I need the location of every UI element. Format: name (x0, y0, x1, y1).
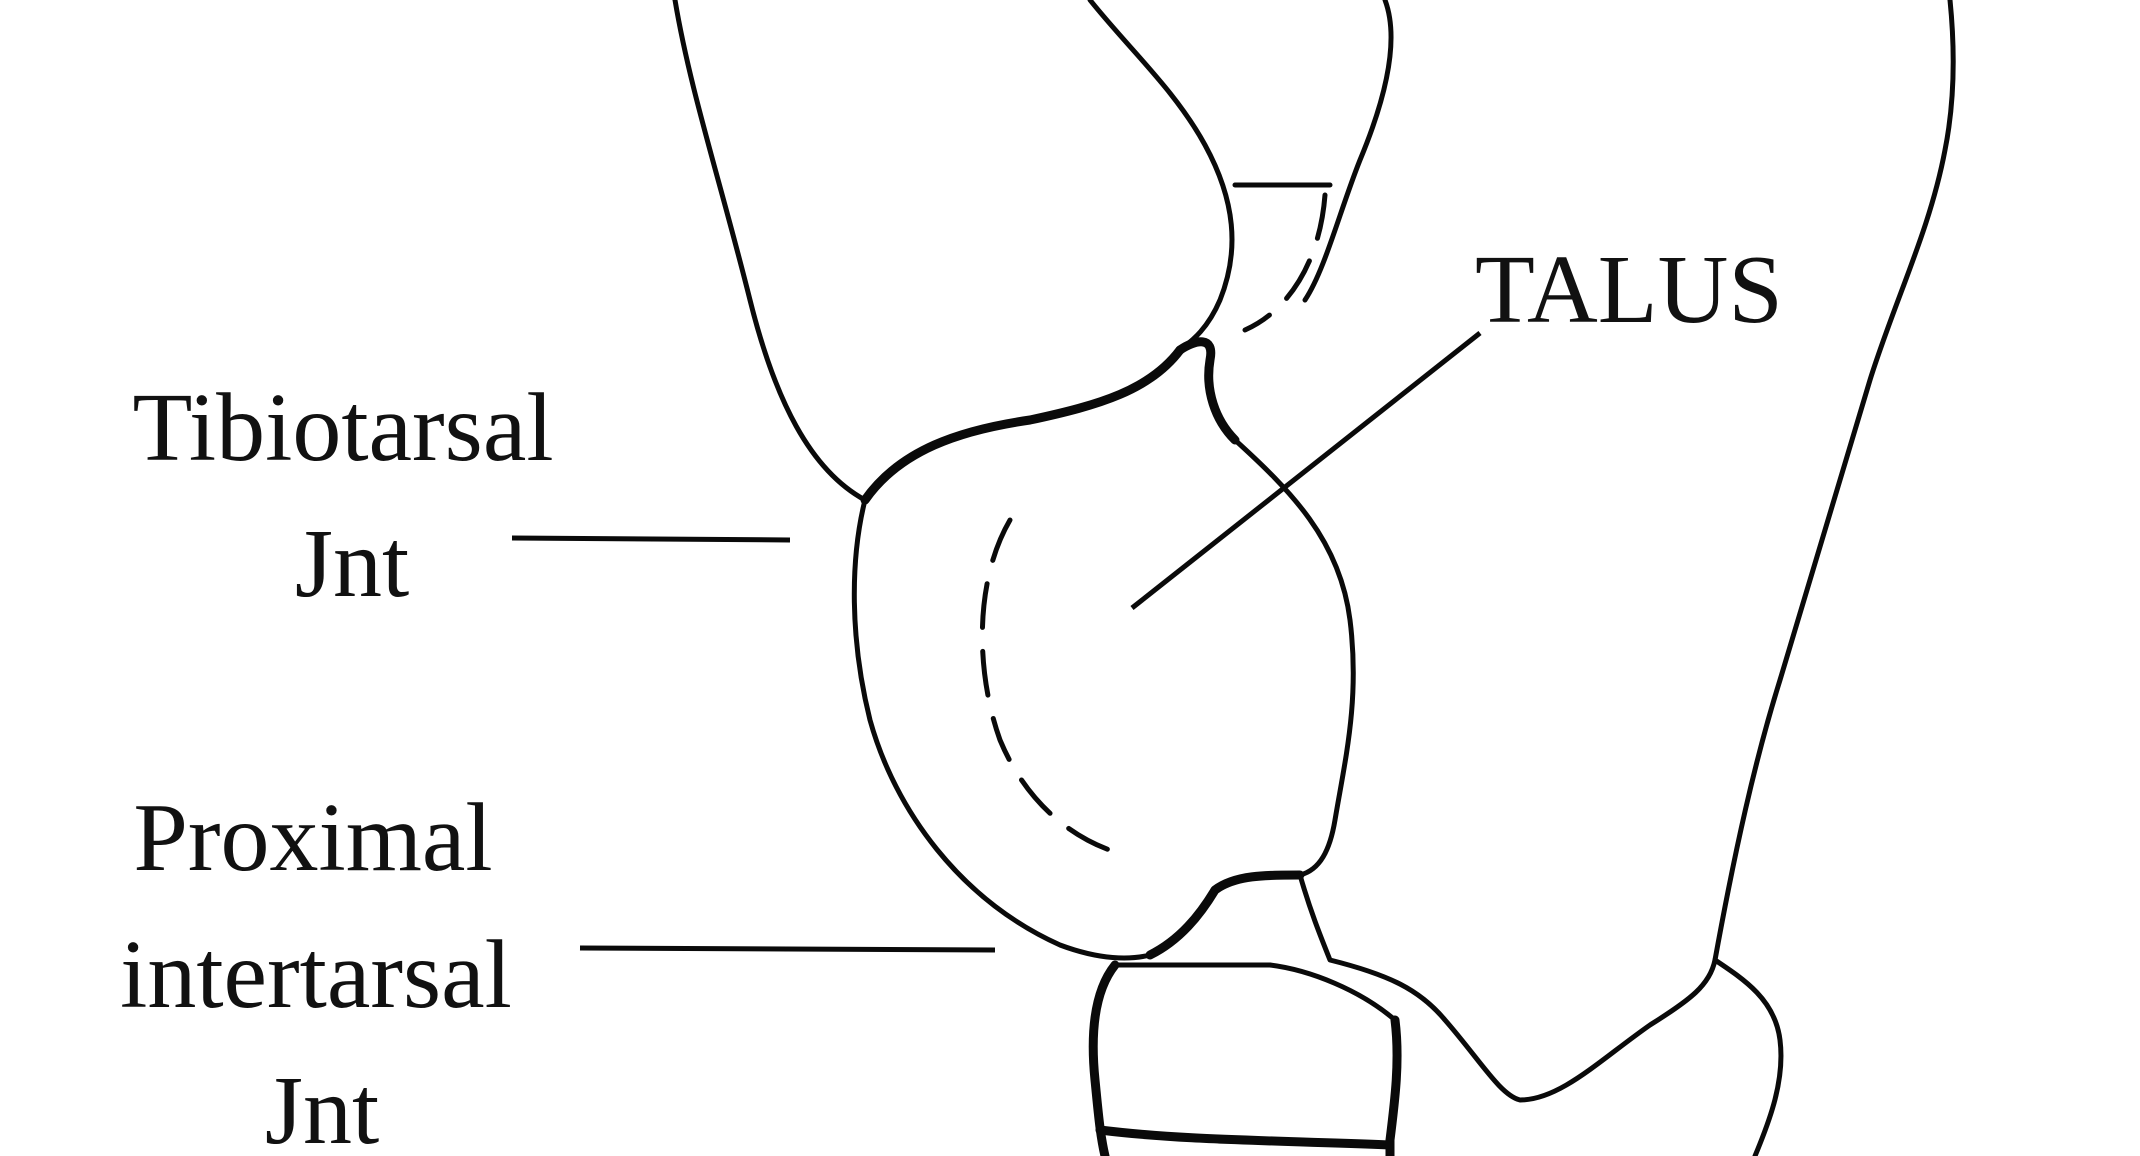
proximal-intertarsal-label-line2: intertarsal (120, 921, 512, 1029)
intertarsal-edge (1267, 962, 1398, 1023)
central-tarsal-top (1145, 870, 1305, 960)
tibia-inner-outline (1087, 0, 1235, 353)
tibia-outline (672, 0, 868, 503)
tibiotarsal-label-line2: Jnt (295, 510, 409, 618)
tibiotarsal-leader-line (511, 535, 791, 543)
distal-tarsal-edge (1095, 1125, 1395, 1150)
fibula-outline (1302, 0, 1394, 303)
fibula-notch (1175, 337, 1240, 445)
talus-trochlea-ridge (979, 517, 1128, 858)
talus-lateral-outline (1232, 437, 1356, 878)
tibia-distal-surface (860, 345, 1185, 505)
tibiotarsal-label-line1: Tibiotarsal (132, 374, 553, 482)
talus-leader-line (1130, 331, 1482, 610)
fibula-hidden-edge (1242, 192, 1328, 333)
proximal-intertarsal-label-line1: Proximal (133, 784, 492, 892)
talus-label: TALUS (1475, 236, 1783, 344)
central-tarsal-right (1385, 1015, 1402, 1156)
proximal-intertarsal-label-line3: Jnt (265, 1057, 379, 1156)
calcaneus-base (1297, 872, 1784, 1156)
proximal-intertarsal-leader-line (579, 945, 996, 953)
calcaneus-outline (1712, 0, 1956, 963)
talus-outline (851, 497, 1153, 961)
